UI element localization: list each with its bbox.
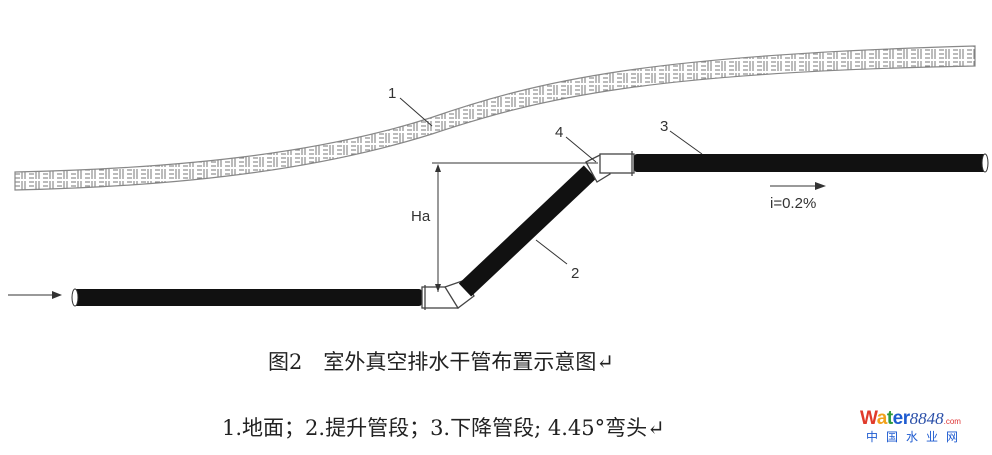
slope-label: i=0.2%: [770, 195, 816, 212]
riser-pipe: [458, 165, 597, 297]
logo-com: .com: [943, 417, 961, 426]
height-label: Ha: [411, 208, 431, 225]
logo-chinese: 中国水业网: [866, 430, 967, 444]
logo-w: W: [860, 408, 877, 429]
logo-t: t: [886, 408, 893, 429]
ground-surface: [14, 45, 976, 191]
logo-er: er: [892, 408, 910, 429]
upper-elbow-45: [585, 151, 635, 183]
slope-arrow-icon: [770, 182, 826, 190]
label-3: 3: [660, 118, 668, 135]
watermark-logo: Water8848.com 中国水业网: [860, 408, 990, 445]
label-2: 2: [571, 265, 579, 282]
figure-title: 图2 室外真空排水干管布置示意图↵: [268, 350, 614, 374]
descending-pipe: [634, 154, 986, 172]
label-1: 1: [388, 85, 396, 102]
logo-a: a: [876, 408, 888, 429]
label-4: 4: [555, 124, 563, 141]
inlet-pipe: [74, 289, 422, 306]
inflow-arrow-icon: [8, 291, 62, 299]
figure-legend: 1.地面；2.提升管段；3.下降管段; 4.45°弯头↵: [222, 416, 665, 440]
logo-number: 8848: [909, 409, 944, 428]
